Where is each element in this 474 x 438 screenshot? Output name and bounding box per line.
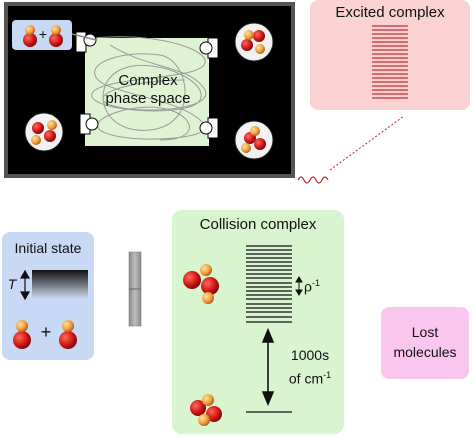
collision-complex-title: Collision complex xyxy=(199,216,317,233)
initial-molecule-b xyxy=(59,320,77,349)
gate-bottom-right xyxy=(199,117,219,139)
energy-gap-arrow xyxy=(261,327,275,407)
trajectory-path xyxy=(79,36,207,141)
excited-complex-box xyxy=(310,0,470,110)
reactant-molecule-b xyxy=(49,25,63,47)
density-exponent: -1 xyxy=(311,278,320,288)
reactant-plus: + xyxy=(38,26,48,42)
excited-complex-title: Excited complex xyxy=(335,4,445,21)
reactant-molecule-a xyxy=(23,25,37,47)
density-arrow xyxy=(295,276,303,296)
energy-gap-unit: of cm xyxy=(288,370,324,387)
gate-top-left xyxy=(75,31,97,53)
lost-molecules-line1: Lost xyxy=(411,324,439,340)
energy-gap-line2: of cm-1 xyxy=(278,365,342,389)
product-cluster-bottom-left xyxy=(24,112,64,152)
lost-molecules-label: Lost molecules xyxy=(381,322,469,362)
collision-complex-upper-molecules xyxy=(183,264,219,304)
temperature-arrow xyxy=(19,269,31,301)
temperature-gradient xyxy=(32,270,88,298)
phase-space-label: Complex phase space xyxy=(98,72,198,108)
lost-molecules-box xyxy=(381,307,469,379)
phase-space-label-line2: phase space xyxy=(105,90,191,107)
excited-levels xyxy=(372,25,408,99)
product-cluster-top-right xyxy=(234,22,274,62)
collision-complex-lower-molecules xyxy=(190,394,222,426)
density-label: ρ-1 xyxy=(304,278,320,295)
energy-gap-line1: 1000s xyxy=(290,347,330,363)
phase-space-region xyxy=(85,38,209,146)
lost-molecules-line2: molecules xyxy=(393,344,457,360)
initial-molecule-a xyxy=(13,320,31,349)
phase-space-label-line1: Complex xyxy=(118,72,178,89)
product-cluster-bottom-right xyxy=(234,120,274,160)
excitation-wave xyxy=(297,176,329,184)
temperature-symbol: T xyxy=(7,276,17,292)
collision-levels xyxy=(246,245,292,413)
excitation-link xyxy=(329,115,405,171)
gate-bottom-left xyxy=(79,113,99,135)
energy-gap-exponent: -1 xyxy=(323,370,332,380)
initial-plus: + xyxy=(40,322,52,342)
energy-gap-label: 1000s of cm-1 xyxy=(278,345,342,389)
entry-arrow xyxy=(71,33,97,41)
density-symbol: ρ xyxy=(304,278,312,295)
gate-top-right xyxy=(199,37,219,59)
initial-state-title: Initial state xyxy=(14,240,82,256)
